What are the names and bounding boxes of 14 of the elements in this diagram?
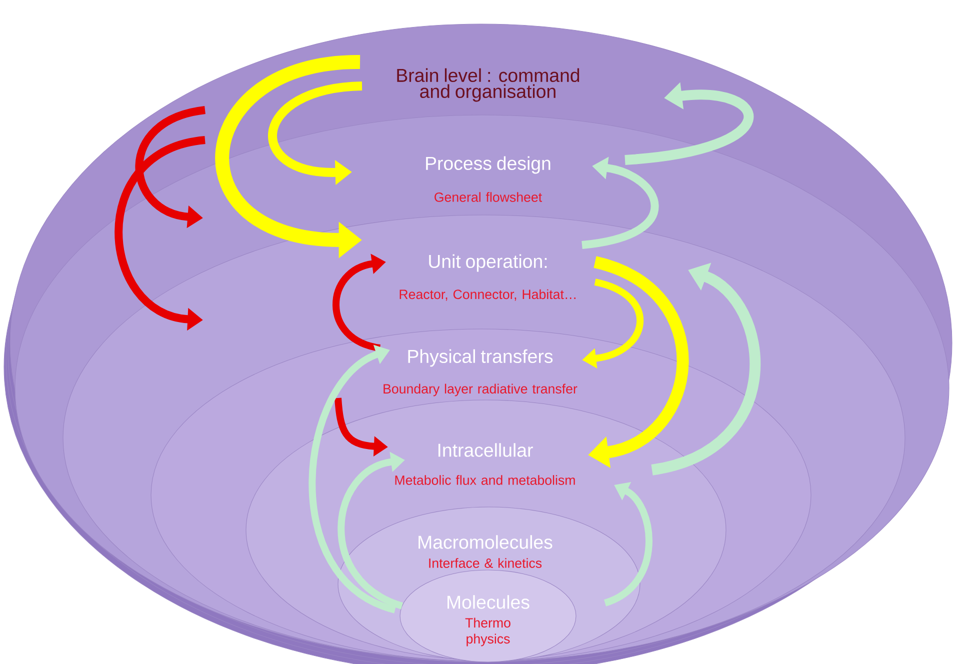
level-description: Metabolic flux and metabolism bbox=[395, 475, 575, 485]
level-title: Intracellular bbox=[438, 443, 533, 457]
curved-arrow bbox=[308, 344, 396, 614]
level-description: Interface & kinetics bbox=[429, 558, 542, 568]
level-title: Physical transfers bbox=[408, 349, 553, 367]
level-title: Brain level : command and organisation bbox=[397, 68, 580, 102]
level-description: Thermo physics bbox=[465, 618, 510, 646]
level-description: Reactor, Connector, Habitat… bbox=[400, 289, 576, 301]
level-description: General flowsheet bbox=[434, 192, 542, 202]
level-title: Unit operation: bbox=[429, 254, 547, 272]
level-title: Macromolecules bbox=[418, 535, 552, 549]
level-title: Process design bbox=[426, 156, 550, 174]
level-description: Boundary layer radiative transfer bbox=[384, 384, 578, 396]
level-title: Molecules bbox=[448, 595, 530, 609]
